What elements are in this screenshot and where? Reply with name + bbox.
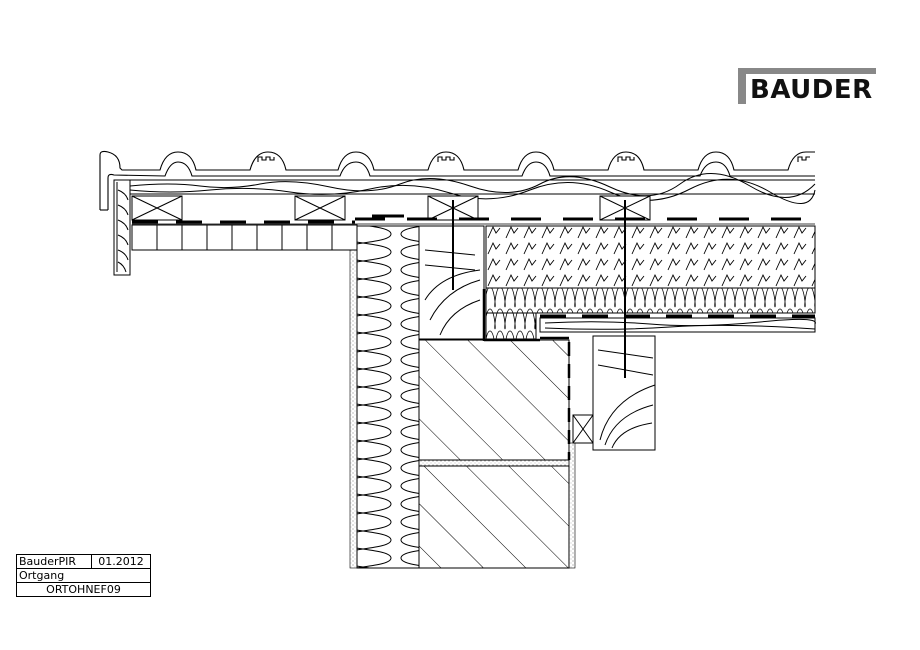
verge-board — [113, 179, 131, 276]
title-block-row-2: Ortgang — [17, 569, 150, 583]
internal-plaster — [568, 442, 576, 569]
timber-boarding — [539, 317, 816, 333]
bauder-logo: BAUDER — [738, 68, 878, 106]
logo-bar-left — [738, 68, 746, 104]
drawing-date: 01.2012 — [98, 555, 144, 568]
roof-tiles — [99, 150, 815, 211]
tile-battens — [129, 173, 816, 204]
drawing-code: ORTOHNEF09 — [46, 583, 121, 596]
product-name: BauderPIR — [17, 555, 92, 568]
mineral-wool-small — [485, 312, 537, 340]
underlay-membrane — [132, 214, 815, 225]
logo-bar-top — [738, 68, 876, 74]
mineral-wool-layer — [485, 287, 816, 314]
purlin — [592, 200, 656, 451]
title-block-row-1: BauderPIR 01.2012 — [17, 555, 150, 569]
masonry-wall-upper — [418, 339, 570, 461]
mortar-joint — [418, 459, 570, 467]
title-block-row-3: ORTOHNEF09 — [17, 583, 150, 596]
detail-name: Ortgang — [19, 569, 65, 582]
masonry-wall-lower — [418, 465, 570, 569]
wall-plate — [418, 200, 485, 340]
overhang-boarding — [131, 224, 358, 251]
pir-insulation — [485, 225, 816, 289]
render-layer — [349, 249, 358, 569]
title-block: BauderPIR 01.2012 Ortgang ORTOHNEF09 — [16, 554, 151, 597]
logo-text: BAUDER — [750, 75, 873, 105]
wall-insulation — [356, 225, 420, 569]
